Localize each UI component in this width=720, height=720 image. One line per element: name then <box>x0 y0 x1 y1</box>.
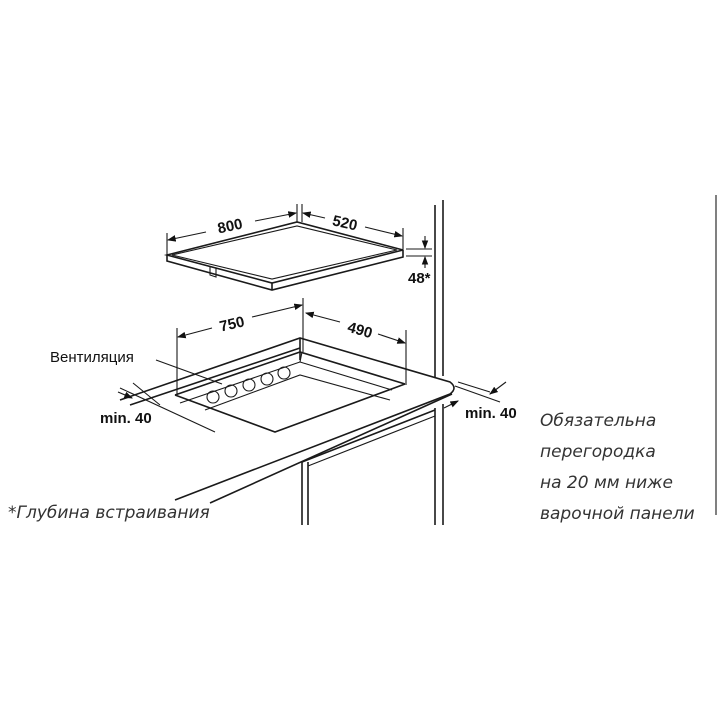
note-line: Обязательна <box>540 411 656 431</box>
dim-min40-right-label: min. 40 <box>465 405 517 422</box>
dimension-min40-right: min. 40 <box>443 381 517 422</box>
note-line: на 20 мм ниже <box>540 473 673 493</box>
dim-490-label: 490 <box>345 319 374 342</box>
cabinet <box>301 200 444 525</box>
partition-note: Обязательна перегородка на 20 мм ниже ва… <box>540 411 695 524</box>
ventilation-openings <box>206 366 291 404</box>
dim-min40-left-label: min. 40 <box>100 410 152 427</box>
ventilation-leader <box>155 359 223 385</box>
dimension-48: 48* <box>406 236 432 287</box>
dim-48-label: 48* <box>408 270 431 287</box>
ventilation-label: Вентиляция <box>50 349 134 366</box>
footnote: *Глубина встраивания <box>8 503 210 523</box>
dimension-min40-left: min. 40 <box>100 382 216 433</box>
dimension-520: 520 <box>301 204 404 250</box>
dimension-750: 750 <box>176 298 304 395</box>
note-line: варочной панели <box>540 504 695 524</box>
countertop <box>119 337 455 504</box>
dimension-490: 490 <box>304 311 407 385</box>
dim-520-label: 520 <box>331 212 359 234</box>
dim-750-label: 750 <box>218 313 246 335</box>
dim-800-label: 800 <box>216 216 244 238</box>
dimension-800: 800 <box>166 204 298 255</box>
note-line: перегородка <box>540 442 656 462</box>
